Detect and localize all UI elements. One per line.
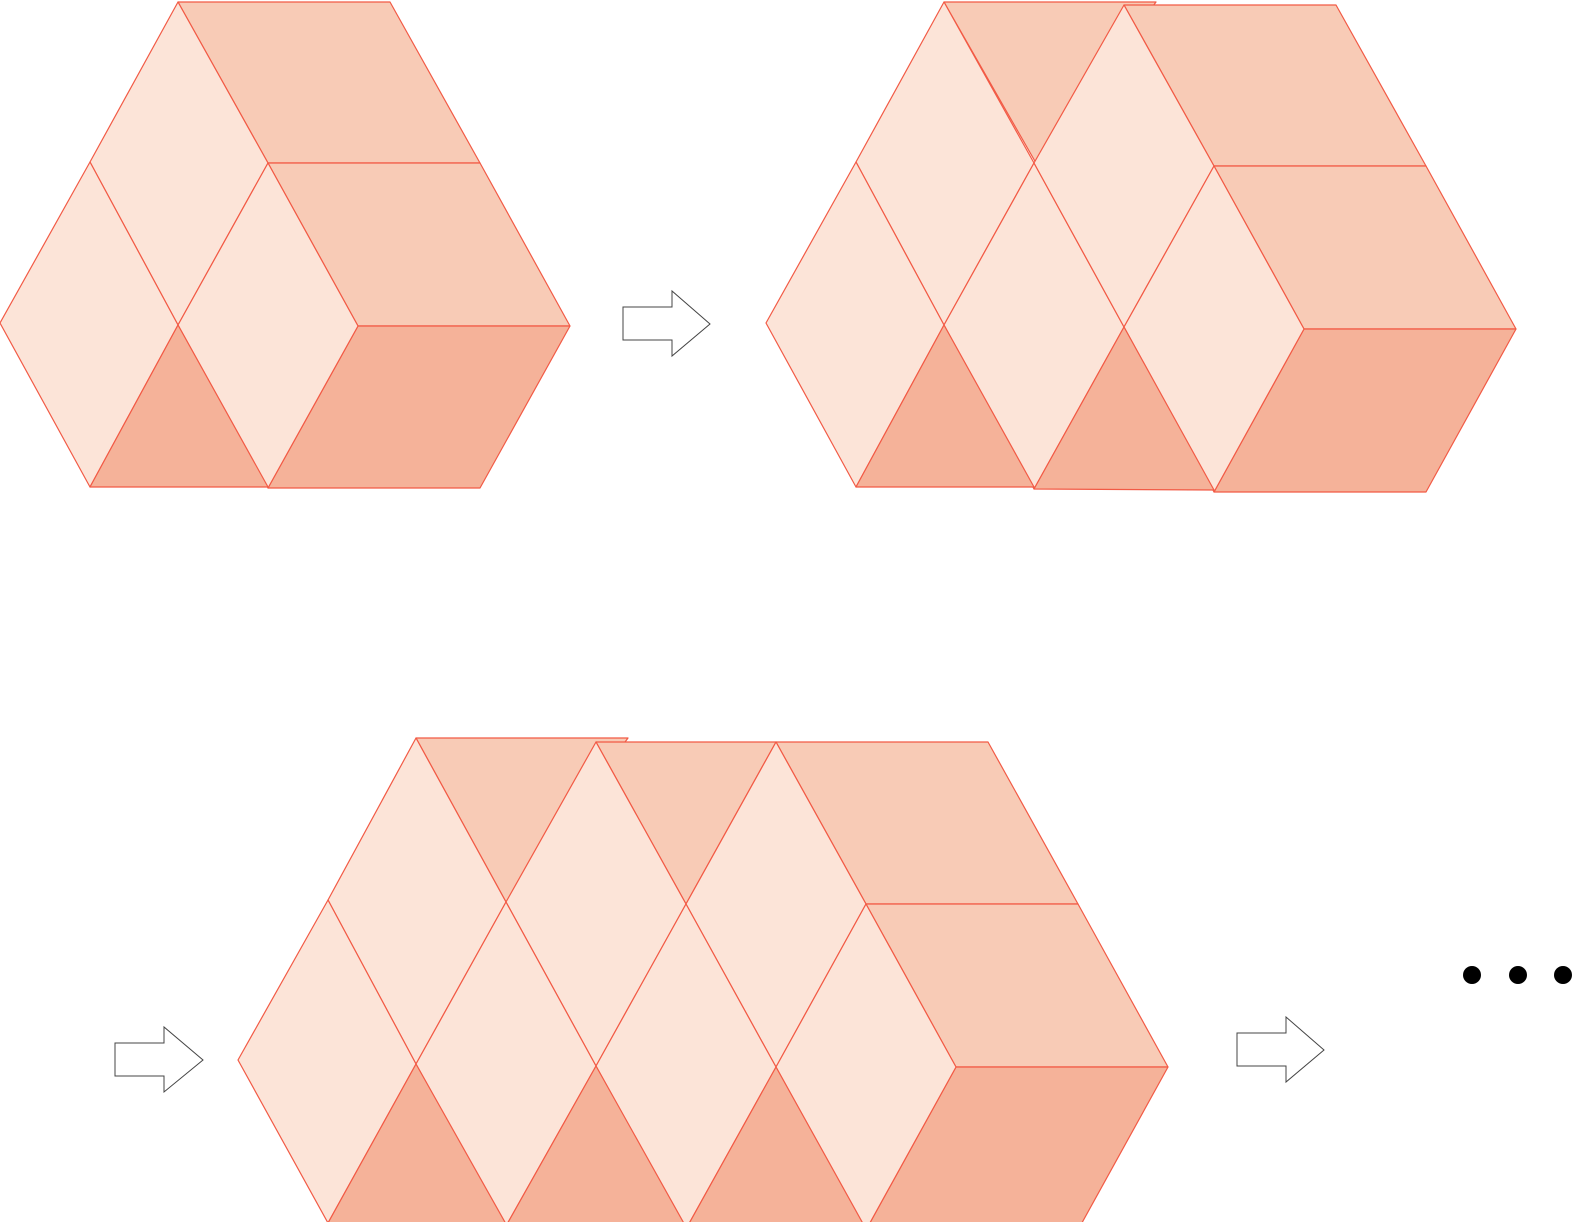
ellipsis-dot (1463, 966, 1481, 984)
ellipsis-dot (1509, 966, 1527, 984)
ellipsis-dot (1554, 966, 1572, 984)
stage2-rhombus-e (1123, 165, 1305, 493)
stage-1-shape (0, 1, 571, 489)
stage-3-shape (237, 737, 1169, 1222)
right-arrow-icon (622, 289, 711, 358)
stage3-rhombus-d (415, 901, 597, 1222)
stage2-bottom-triangle-1 (855, 324, 1035, 488)
stage1-lower-right-rhombus (177, 162, 359, 489)
stage3-rhombus-b (237, 899, 417, 1222)
stage1-bottom-triangle (89, 324, 269, 488)
stage2-bottom-triangle-2 (1033, 326, 1215, 491)
stage-2-shape (765, 1, 1517, 493)
right-arrow-icon (1236, 1015, 1325, 1084)
stage3-rhombus-g (775, 903, 957, 1222)
stage3-bottom-triangle-1 (327, 1063, 506, 1222)
stage3-rhombus-f (595, 903, 777, 1222)
stage3-bottom-triangle-3 (689, 1066, 863, 1222)
ellipsis-icon (1463, 966, 1572, 984)
right-arrow-icon (114, 1025, 204, 1094)
stage3-bottom-triangle-2 (507, 1065, 684, 1222)
